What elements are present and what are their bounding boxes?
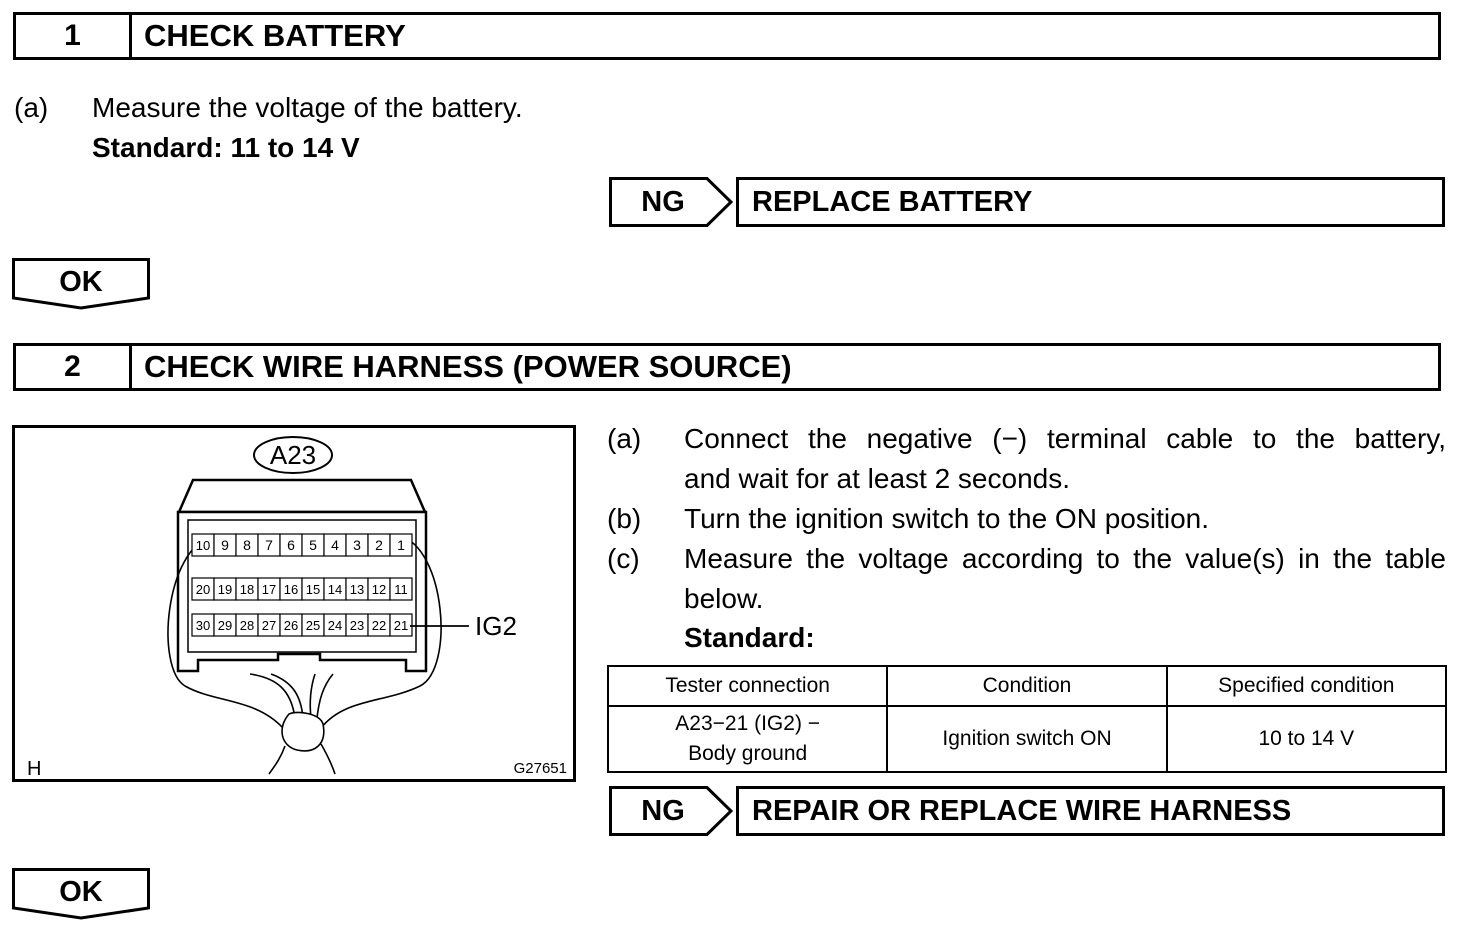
tester-connection-line2: Body ground [688,742,808,765]
pin-number: 9 [221,537,229,553]
step-2-item-line: Turn the ignition switch to the ON posit… [684,503,1209,534]
step-2-ng-label: NG [641,794,685,827]
tester-connection-line1: A23−21 (IG2) − [675,712,821,735]
harness-tail-left [268,745,286,775]
step-2-item-marker: (c) [607,543,640,574]
pin-number: 8 [243,537,251,553]
spec-table-condition-cell: Ignition switch ON [886,705,1168,773]
pin-number: 7 [265,537,273,553]
wire-3 [309,673,316,719]
pin-number: 11 [394,582,408,597]
harness-bundle [281,711,325,752]
connector-id-label: A23 [270,440,316,470]
step-1-ok-label: OK [59,265,103,298]
pin-number: 10 [196,538,210,553]
step-2-item-line: below. [684,583,764,614]
pin-number: 19 [218,582,232,597]
pin-number: 28 [240,618,254,633]
ig2-label: IG2 [475,611,517,641]
step-2-standard-label: Standard: [684,622,815,653]
spec-table: Tester connection Condition Specified co… [606,665,1448,773]
step-1-ng-label: NG [641,185,685,218]
harness-tail-right [320,743,336,775]
spec-table-header: Condition [886,665,1168,707]
pin-number: 2 [375,537,383,553]
pin-number: 13 [350,582,364,597]
wire-left-outer [167,535,284,729]
spec-table-header-row: Tester connection Condition Specified co… [606,665,1448,707]
pin-number: 29 [218,618,232,633]
step-2-number: 2 [16,346,132,388]
step-2-item-line: Measure the voltage according to the val… [684,543,1446,574]
step-2-ok-arrow: OK [12,868,150,920]
pin-number: 18 [240,582,254,597]
arrow-down-icon [12,258,150,310]
step-2-item-marker: (b) [607,503,642,534]
pin-number: 4 [331,537,339,553]
arrow-right-icon [609,177,734,227]
step-1-number: 1 [16,15,132,57]
pin-number: 25 [306,618,320,633]
step-2-item-line: Connect the negative (−) terminal cable … [684,423,1446,454]
step-1-standard: Standard: 11 to 14 V [92,132,360,163]
step-1-ng-arrow: NG [609,177,734,227]
spec-table-row: A23−21 (IG2) − Body ground Ignition swit… [606,705,1448,773]
pin-number: 20 [196,582,210,597]
pin-number: 5 [309,537,317,553]
pin-number: 16 [284,582,298,597]
arrow-down-icon [12,868,150,920]
pin-number: 1 [397,537,405,553]
pin-number: 3 [353,537,361,553]
wire-right-outer [320,535,442,729]
wire-4 [316,673,334,719]
spec-table-specified-cell: 10 to 14 V [1165,705,1448,773]
connector-lock [177,478,427,514]
step-2-ng-arrow: NG [609,786,734,836]
step-1-ng-action: REPLACE BATTERY [736,177,1445,227]
step-1-item-a-marker: (a) [14,92,49,123]
step-2-ng-action: REPAIR OR REPLACE WIRE HARNESS [736,786,1445,836]
spec-table-header: Specified condition [1165,665,1448,707]
step-1-header: 1 CHECK BATTERY [13,12,1441,60]
pin-number: 12 [372,582,386,597]
arrow-right-icon [609,786,734,836]
connector-id-ellipse [253,436,333,474]
step-2-title: CHECK WIRE HARNESS (POWER SOURCE) [144,349,792,384]
wire-2 [270,673,304,719]
pin-number: 24 [328,618,342,633]
pin-cell [389,533,413,557]
pin-number: 30 [196,618,210,633]
pin-number: 27 [262,618,276,633]
pin-number: 15 [306,582,320,597]
step-2-header: 2 CHECK WIRE HARNESS (POWER SOURCE) [13,343,1441,391]
pin-cell [389,613,413,637]
pin-number: 17 [262,582,276,597]
pin-number: 6 [287,537,295,553]
step-1-ok-arrow: OK [12,258,150,310]
step-1-title: CHECK BATTERY [144,18,406,53]
figure-corner-code: H [27,758,41,779]
pin-number: 14 [328,582,342,597]
pin-number: 21 [394,618,408,633]
pin-cell [389,577,413,601]
step-2-item-marker: (a) [607,423,642,454]
spec-table-tester-cell: A23−21 (IG2) − Body ground [606,705,889,773]
step-2-ok-label: OK [59,875,103,908]
pin-number: 26 [284,618,298,633]
pin-number: 23 [350,618,364,633]
spec-table-header: Tester connection [606,665,889,707]
wire-1 [249,673,296,719]
step-1-item-a-text: Measure the voltage of the battery. [92,92,523,123]
step-2-item-line: and wait for at least 2 seconds. [684,463,1070,494]
figure-code: G27651 [514,760,567,777]
pin-number: 22 [372,618,386,633]
